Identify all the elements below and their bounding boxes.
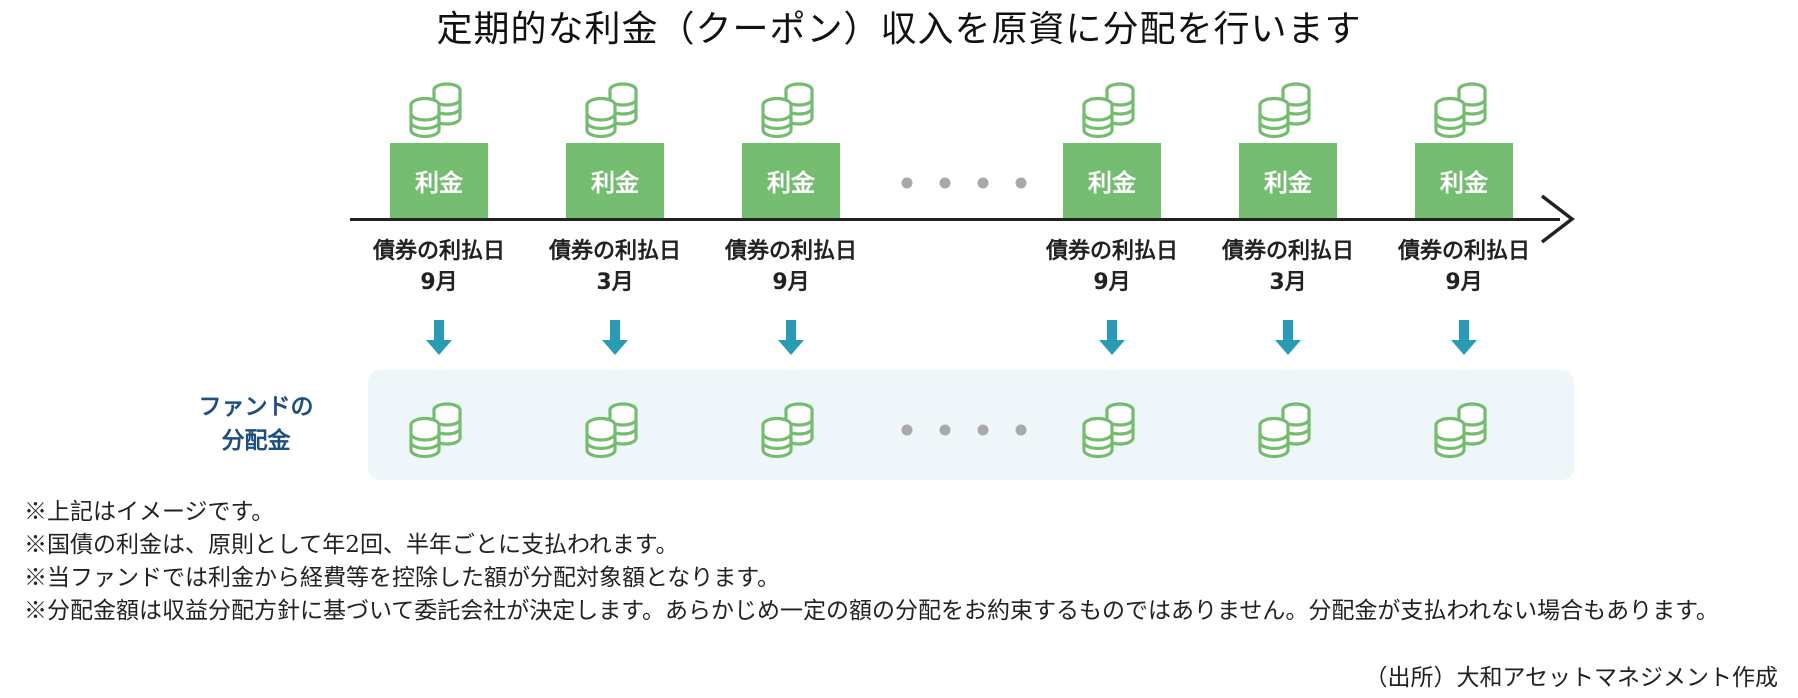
coin-stack-icon	[585, 402, 638, 459]
payment-month: 9月	[1093, 270, 1131, 295]
footnote: ※上記はイメージです。	[24, 499, 275, 525]
footnotes: ※上記はイメージです。 ※国債の利金は、原則として年2回、半年ごとに支払われます…	[24, 496, 1784, 628]
coin-stack-icon	[1082, 82, 1135, 139]
payment-month: 3月	[1269, 270, 1307, 295]
interest-box: 利金	[1415, 143, 1513, 218]
coupon-distribution-diagram: 利金 利金 利金 利金 利金 利金 債券の利払日 9月 債券の利払日 3月 債券…	[196, 82, 1575, 480]
coin-stack-icon	[1082, 402, 1135, 459]
coin-stack-icon	[1434, 82, 1487, 139]
coin-stack-icon	[761, 402, 814, 459]
payment-date-label: 債券の利払日 3月	[535, 236, 695, 298]
payment-date-label: 債券の利払日 9月	[711, 236, 871, 298]
chevron-right-icon	[1540, 194, 1575, 244]
arrow-down-icon	[1451, 320, 1477, 355]
payment-date-label: 債券の利払日 9月	[1384, 236, 1544, 298]
coin-stack-icon	[409, 82, 462, 139]
ellipsis-dots-icon	[901, 177, 1027, 189]
coin-stack-icon	[1434, 402, 1487, 459]
arrow-down-icon	[1275, 320, 1301, 355]
page-title: 定期的な利金（クーポン）収入を原資に分配を行います	[436, 9, 1362, 50]
footnote: ※分配金額は収益分配方針に基づいて委託会社が決定します。あらかじめ一定の額の分配…	[24, 598, 1719, 624]
footnote: ※当ファンドでは利金から経費等を控除した額が分配対象額となります。	[24, 565, 781, 591]
source-credit: （出所）大和アセットマネジメント作成	[1364, 665, 1778, 691]
interest-box: 利金	[390, 143, 488, 218]
payment-date-title: 債券の利払日	[372, 239, 505, 264]
interest-box: 利金	[742, 143, 840, 218]
fund-distribution-panel	[368, 370, 1574, 480]
payment-date-title: 債券の利払日	[1397, 239, 1530, 264]
interest-box: 利金	[1239, 143, 1337, 218]
coin-stack-icon	[1258, 402, 1311, 459]
payment-date-label: 債券の利払日 9月	[1032, 236, 1192, 298]
fund-label-line2: 分配金	[221, 428, 291, 454]
arrow-down-icon	[778, 320, 804, 355]
arrow-down-icon	[602, 320, 628, 355]
payment-date-title: 債券の利払日	[1045, 239, 1178, 264]
arrow-down-icon	[426, 320, 452, 355]
coin-stack-icon	[585, 82, 638, 139]
fund-label-line1: ファンドの	[198, 394, 314, 420]
payment-month: 9月	[1445, 270, 1483, 295]
coin-stack-icon	[1258, 82, 1311, 139]
payment-date-title: 債券の利払日	[724, 239, 857, 264]
footnote: ※国債の利金は、原則として年2回、半年ごとに支払われます。	[24, 532, 679, 558]
coin-stack-icon	[409, 402, 462, 459]
arrow-down-icon	[1099, 320, 1125, 355]
payment-month: 9月	[772, 270, 810, 295]
interest-box: 利金	[566, 143, 664, 218]
interest-box: 利金	[1063, 143, 1161, 218]
coin-stack-icon	[761, 82, 814, 139]
fund-distribution-label: ファンドの 分配金	[196, 390, 316, 458]
payment-date-title: 債券の利払日	[548, 239, 681, 264]
timeline-axis	[350, 218, 1560, 221]
ellipsis-dots-icon	[901, 424, 1027, 436]
payment-date-title: 債券の利払日	[1221, 239, 1354, 264]
payment-month: 3月	[596, 270, 634, 295]
payment-month: 9月	[420, 270, 458, 295]
payment-date-label: 債券の利払日 9月	[359, 236, 519, 298]
payment-date-label: 債券の利払日 3月	[1208, 236, 1368, 298]
